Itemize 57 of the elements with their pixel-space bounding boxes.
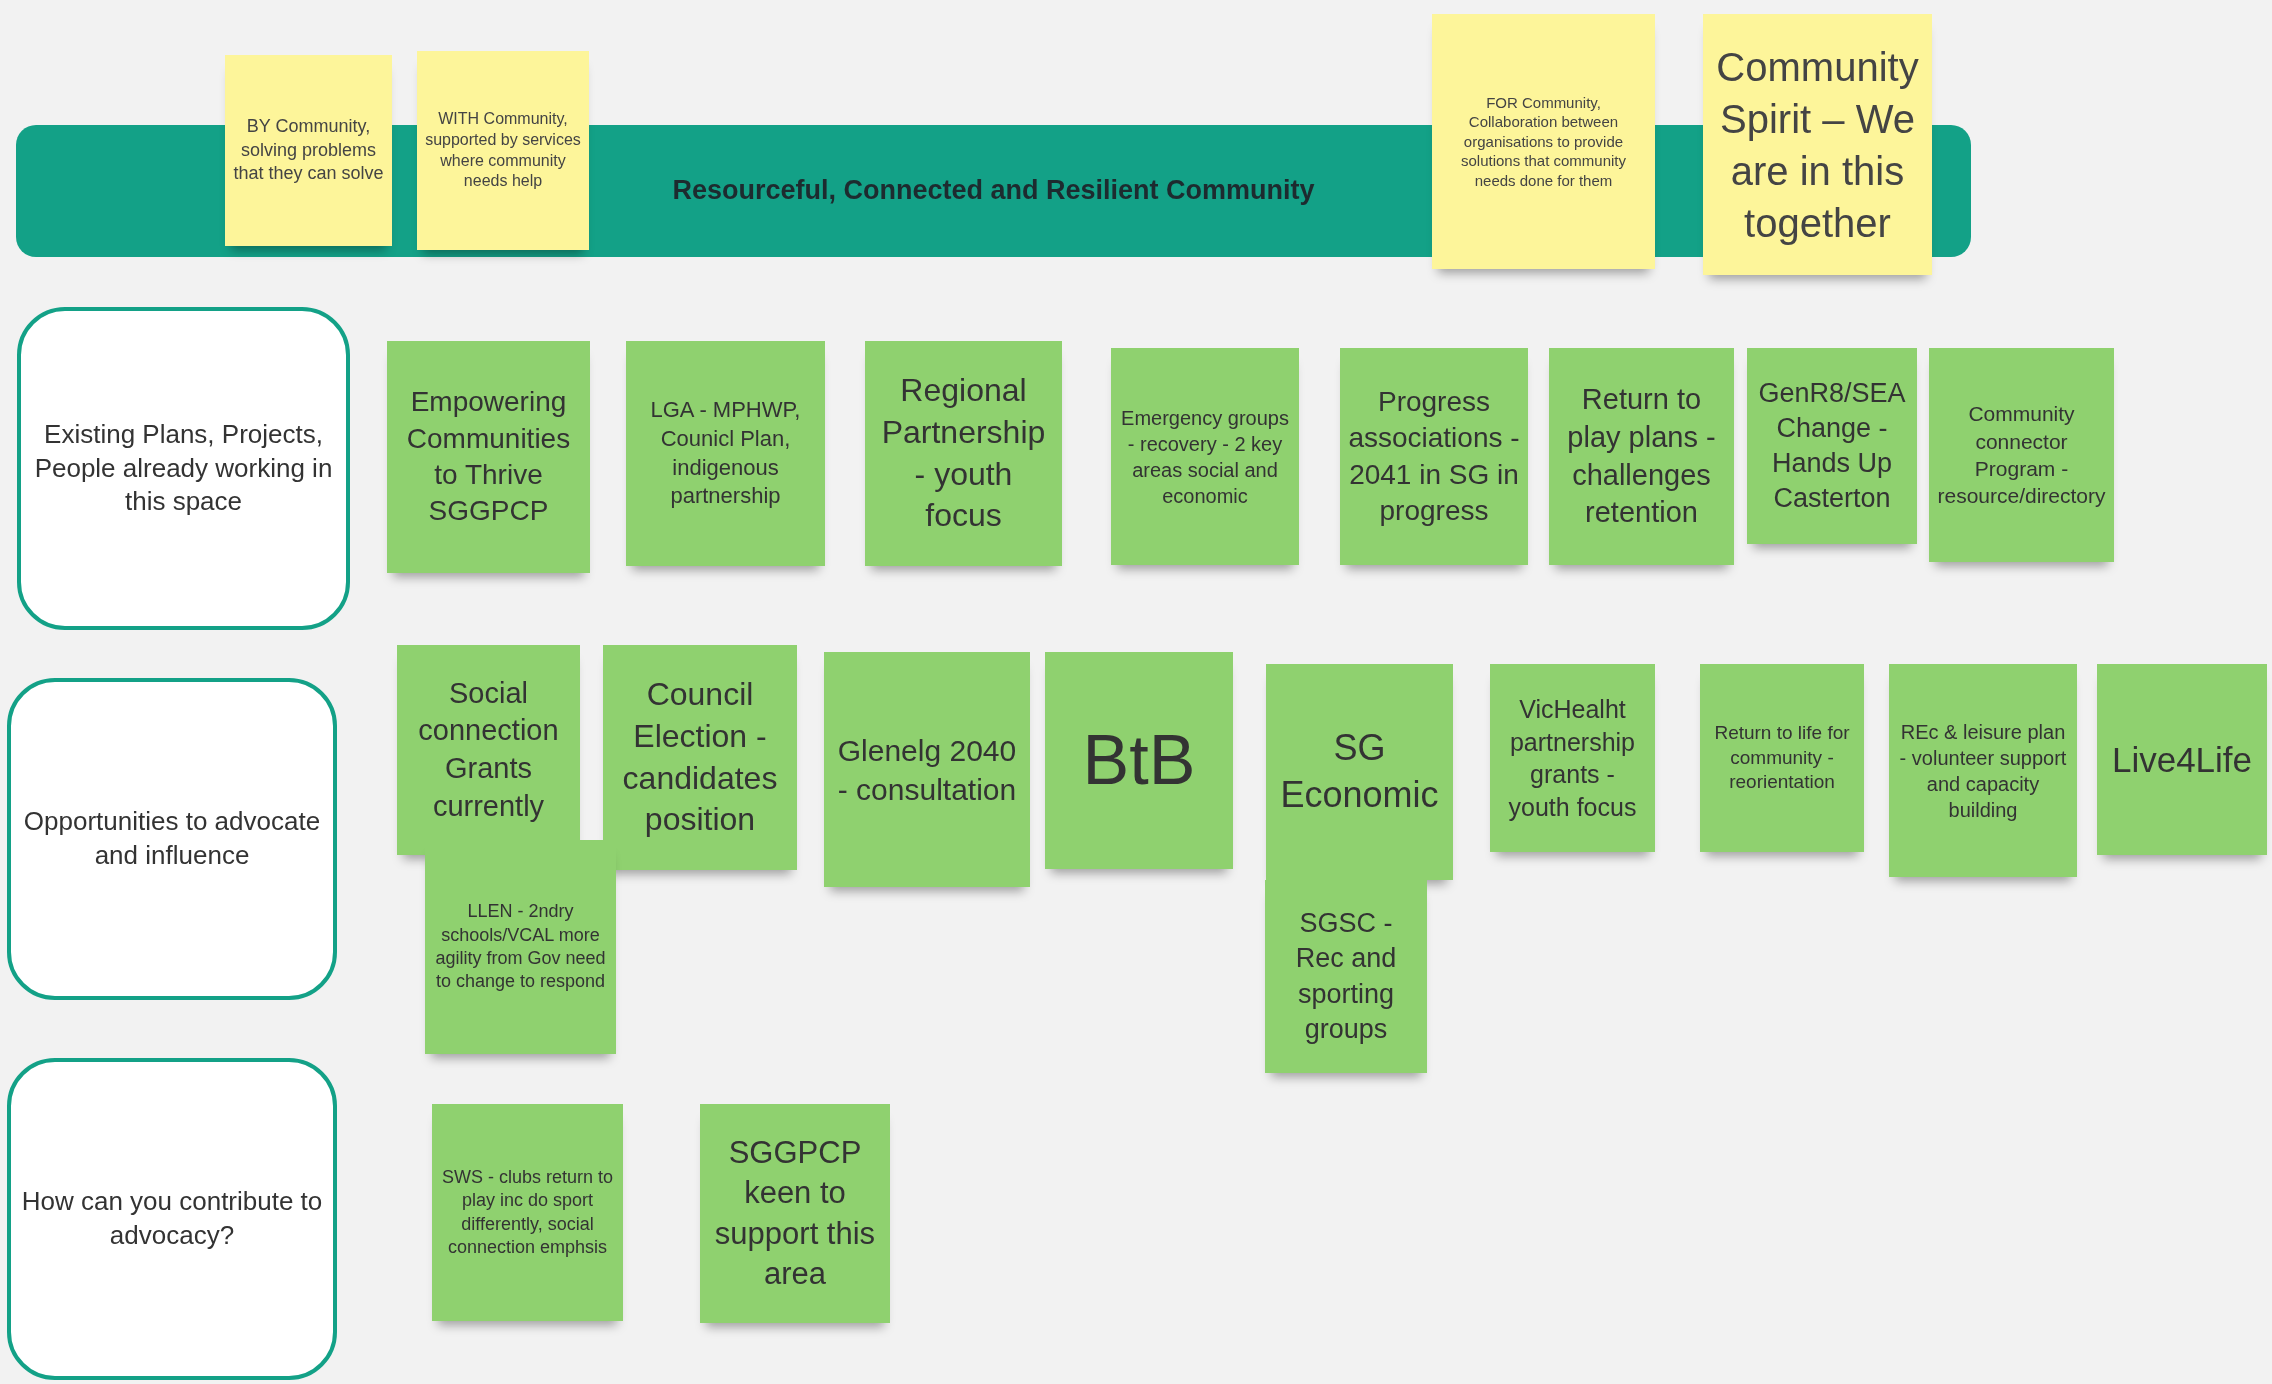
sticky-note [1490,664,1655,852]
note-text: Community connector Program - resource/directory [1937,401,2106,510]
sticky-note [1265,880,1427,1073]
sticky-note [865,341,1062,566]
note-text: Community Spirit – We are in this together [1715,43,1920,247]
note-text: WITH Community, supported by services where community needs help [425,108,581,192]
sticky-note [1747,348,1917,544]
sticky-note [603,645,797,870]
banner-title: Resourceful, Connected and Resilient Community [672,174,1315,208]
note-text: SWS - clubs return to play inc do sport differently, social connection emphsis [440,1165,615,1259]
sticky-note [1703,14,1932,275]
sticky-note [425,840,616,1054]
note-text: Existing Plans, Projects, People already working in this space [33,417,334,519]
sticky-note [1340,348,1528,565]
note-text: SGGPCP keen to support this area [713,1133,877,1293]
note-text: LLEN - 2ndry schools/VCAL more agility from Gov need to change to respond [434,900,607,994]
sticky-note [417,51,589,250]
note-text: LGA - MPHWP, Counicl Plan, indigenous partnership [649,396,802,511]
note-text: Social connection Grants currently [417,675,560,824]
sticky-note [1432,14,1655,269]
sticky-note [824,652,1030,887]
note-text: Progress associations - 2041 in SG in progress [1348,384,1520,528]
sticky-note [432,1104,623,1321]
sticky-note [1045,652,1233,869]
sticky-note [1266,664,1453,880]
row-heading-box [7,678,337,1000]
note-text: Return to life for community - reorientation [1713,720,1851,795]
sticky-note [2097,664,2267,855]
note-text: BtB [1082,720,1196,801]
sticky-note [387,341,590,573]
note-text: Empowering Communities to Thrive SGGPCP [405,385,572,529]
note-text: REc & leisure plan - volunteer support and capacity building [1898,719,2068,823]
note-text: Regional Partnership - youth focus [880,371,1047,536]
note-text: SGSC - Rec and sporting groups [1294,907,1398,1046]
note-text: BY Community, solving problems that they can solve [233,115,384,186]
note-text: Council Election - candidates position [621,675,779,840]
note-text: Return to play plans - challenges retention [1566,382,1717,531]
row-heading-box [17,307,350,630]
sticky-note [700,1104,890,1323]
sticky-note [1111,348,1299,565]
note-text: FOR Community, Collaboration between organisations to provide solutions that community needs done for them [1459,92,1628,191]
sticky-note [1549,348,1734,565]
sticky-note [1700,664,1864,852]
sticky-note [1889,664,2077,877]
sticky-note [397,645,580,855]
note-text: SG Economic [1279,726,1440,817]
note-text: Emergency groups - recovery - 2 key areas social and economic [1120,405,1290,509]
note-text: Opportunities to advocate and influence [22,805,322,872]
sticky-note [626,341,825,566]
row-heading-box [7,1058,337,1380]
note-text: Glenelg 2040 - consultation [836,732,1018,808]
sticky-note [1929,348,2114,562]
sticky-note [225,55,392,246]
note-text: VicHealht partnership grants - youth focus [1507,694,1638,823]
note-text: How can you contribute to advocacy? [20,1185,324,1252]
note-text: GenR8/SEA Change - Hands Up Casterton [1757,376,1907,516]
note-text: Live4Life [2111,738,2253,781]
